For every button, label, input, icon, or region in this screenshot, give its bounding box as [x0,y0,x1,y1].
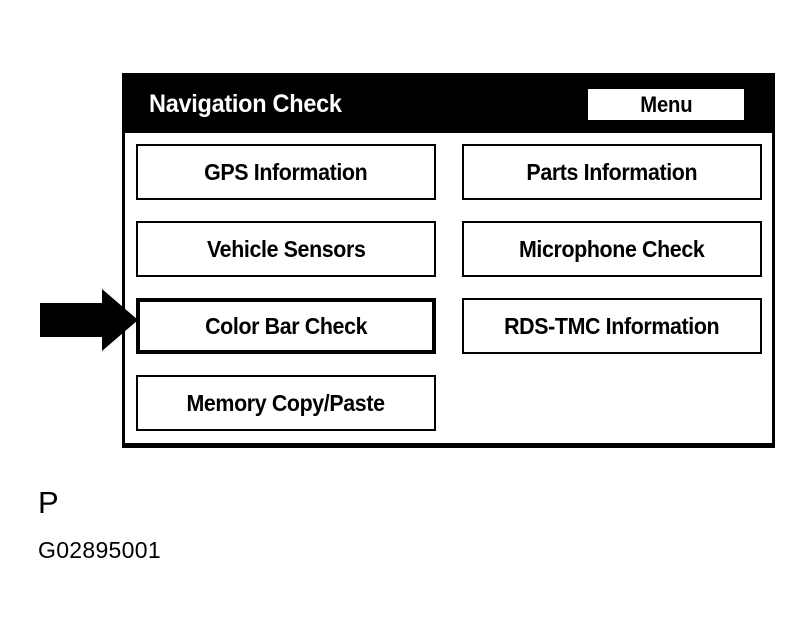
nav-button-color-bar-check[interactable]: Color Bar Check [136,298,436,354]
page-title: Navigation Check [149,90,342,118]
nav-button-label: Microphone Check [519,235,705,262]
nav-button-rds-tmc-information[interactable]: RDS-TMC Information [462,298,762,354]
nav-button-vehicle-sensors[interactable]: Vehicle Sensors [136,221,436,277]
button-grid: GPS Information Vehicle Sensors Color Ba… [125,133,772,443]
arrow-right-icon [40,289,138,351]
nav-button-microphone-check[interactable]: Microphone Check [462,221,762,277]
nav-button-label: Color Bar Check [204,312,368,339]
nav-button-label: Vehicle Sensors [206,235,366,262]
title-bar: Navigation Check Menu [125,76,772,133]
caption-code: G02895001 [38,536,161,563]
menu-button[interactable]: Menu [587,88,745,121]
nav-button-memory-copy-paste[interactable]: Memory Copy/Paste [136,375,436,431]
nav-button-label: GPS Information [204,158,368,185]
nav-button-label: Parts Information [526,158,698,185]
nav-button-label: Memory Copy/Paste [186,389,386,416]
menu-button-label: Menu [639,91,693,117]
nav-button-label: RDS-TMC Information [504,312,720,339]
caption: P G02895001 [38,485,438,564]
nav-button-parts-information[interactable]: Parts Information [462,144,762,200]
nav-button-gps-information[interactable]: GPS Information [136,144,436,200]
navigation-check-screen: Navigation Check Menu GPS Information Ve… [122,73,775,448]
caption-letter: P [38,485,60,520]
